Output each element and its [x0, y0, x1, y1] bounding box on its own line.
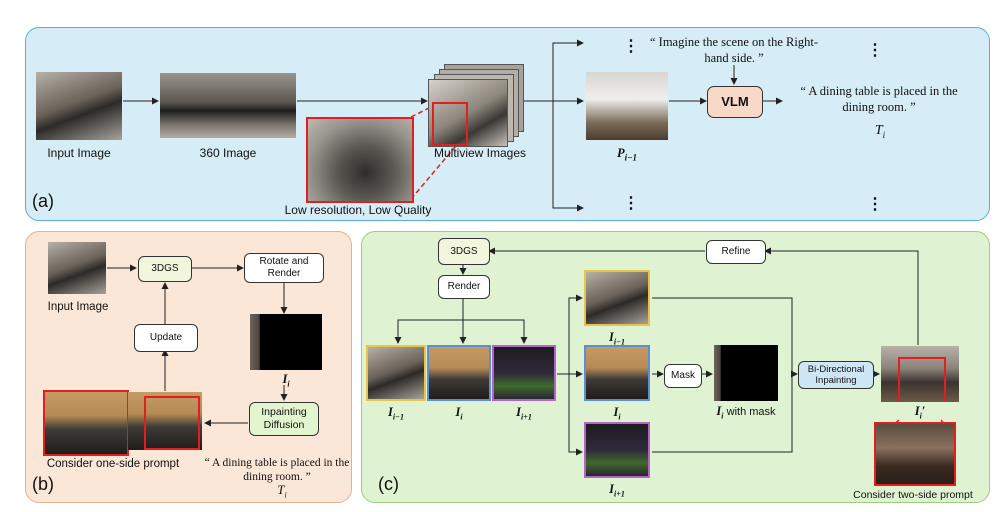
frame-i — [427, 345, 491, 401]
ellipsis-bottom-left: ⋮ — [623, 195, 639, 212]
branch-label-next: Ii+1 — [609, 482, 625, 499]
masked-image-c — [714, 345, 778, 401]
panorama-image — [160, 73, 296, 138]
two-side-prompt-label: Consider two-side prompt — [853, 489, 973, 501]
frame-i-minus-1 — [366, 345, 426, 401]
ellipsis-top-left: ⋮ — [623, 38, 639, 55]
label-i-minus-1: Ii−1 — [388, 405, 404, 422]
multiview-stack — [428, 64, 528, 150]
branch-image-current — [584, 345, 650, 401]
t-label-a: Ti — [874, 123, 886, 140]
refined-image — [881, 346, 959, 402]
p-label: Pi−1 — [616, 146, 638, 163]
input-image-label-a: Input Image — [47, 146, 111, 160]
panel-b-tag: (b) — [32, 474, 54, 494]
ellipsis-bottom-right: ⋮ — [867, 196, 883, 213]
quote-text-b: “ A dining table is placed in the dining… — [204, 457, 350, 484]
low-quality-label: Low resolution, Low Quality — [284, 203, 432, 217]
label-i-plus-1: Ii+1 — [516, 405, 532, 422]
label-i: Ii — [455, 405, 463, 422]
two-side-result-zoom — [874, 422, 956, 486]
image-360-label: 360 Image — [199, 146, 257, 160]
branch-image-next — [584, 422, 650, 478]
mask-box: Mask — [664, 364, 702, 388]
t-label-b: Ti — [277, 482, 287, 500]
render-box: Render — [438, 275, 490, 299]
branch-label-prev: Ii−1 — [609, 330, 625, 347]
multiview-label: Multiview Images — [433, 146, 527, 160]
rotate-render-box: Rotate and Render — [244, 253, 324, 283]
input-image-label-b: Input Image — [47, 301, 109, 313]
panel-a-tag: (a) — [32, 191, 54, 211]
one-side-result-image — [128, 392, 202, 450]
branch-label-current: Ii — [613, 405, 621, 422]
masked-image-b — [250, 314, 322, 370]
input-image-b — [48, 242, 106, 294]
one-side-result-zoom — [43, 390, 129, 456]
inpainting-diffusion-box: Inpainting Diffusion — [249, 402, 319, 436]
low-quality-zoom — [306, 117, 414, 203]
one-side-prompt-label: Consider one-side prompt — [46, 458, 180, 470]
vlm-box: VLM — [707, 86, 763, 118]
vlm-output-text: “ A dining table is placed in the dining… — [800, 84, 958, 115]
ellipsis-top-right: ⋮ — [867, 42, 883, 59]
update-box: Update — [134, 324, 198, 352]
refine-box: Refine — [706, 240, 766, 264]
i-with-mask-label: Ii with mask — [716, 404, 776, 421]
gs-box-b: 3DGS — [138, 256, 192, 282]
bidirectional-inpainting-box: Bi-Directional Inpainting — [798, 361, 874, 389]
prompt-top: “ Imagine the scene on the Right-hand si… — [650, 35, 818, 66]
gs-box-c: 3DGS — [438, 238, 490, 265]
i-label-b: Ii — [282, 372, 290, 389]
panel-c-tag: (c) — [378, 474, 399, 494]
branch-image-prev — [584, 270, 650, 326]
view-p-image — [586, 72, 668, 140]
input-image-a — [36, 72, 122, 140]
frame-i-plus-1 — [492, 345, 556, 401]
i-prime-label: Ii′ — [914, 404, 926, 421]
